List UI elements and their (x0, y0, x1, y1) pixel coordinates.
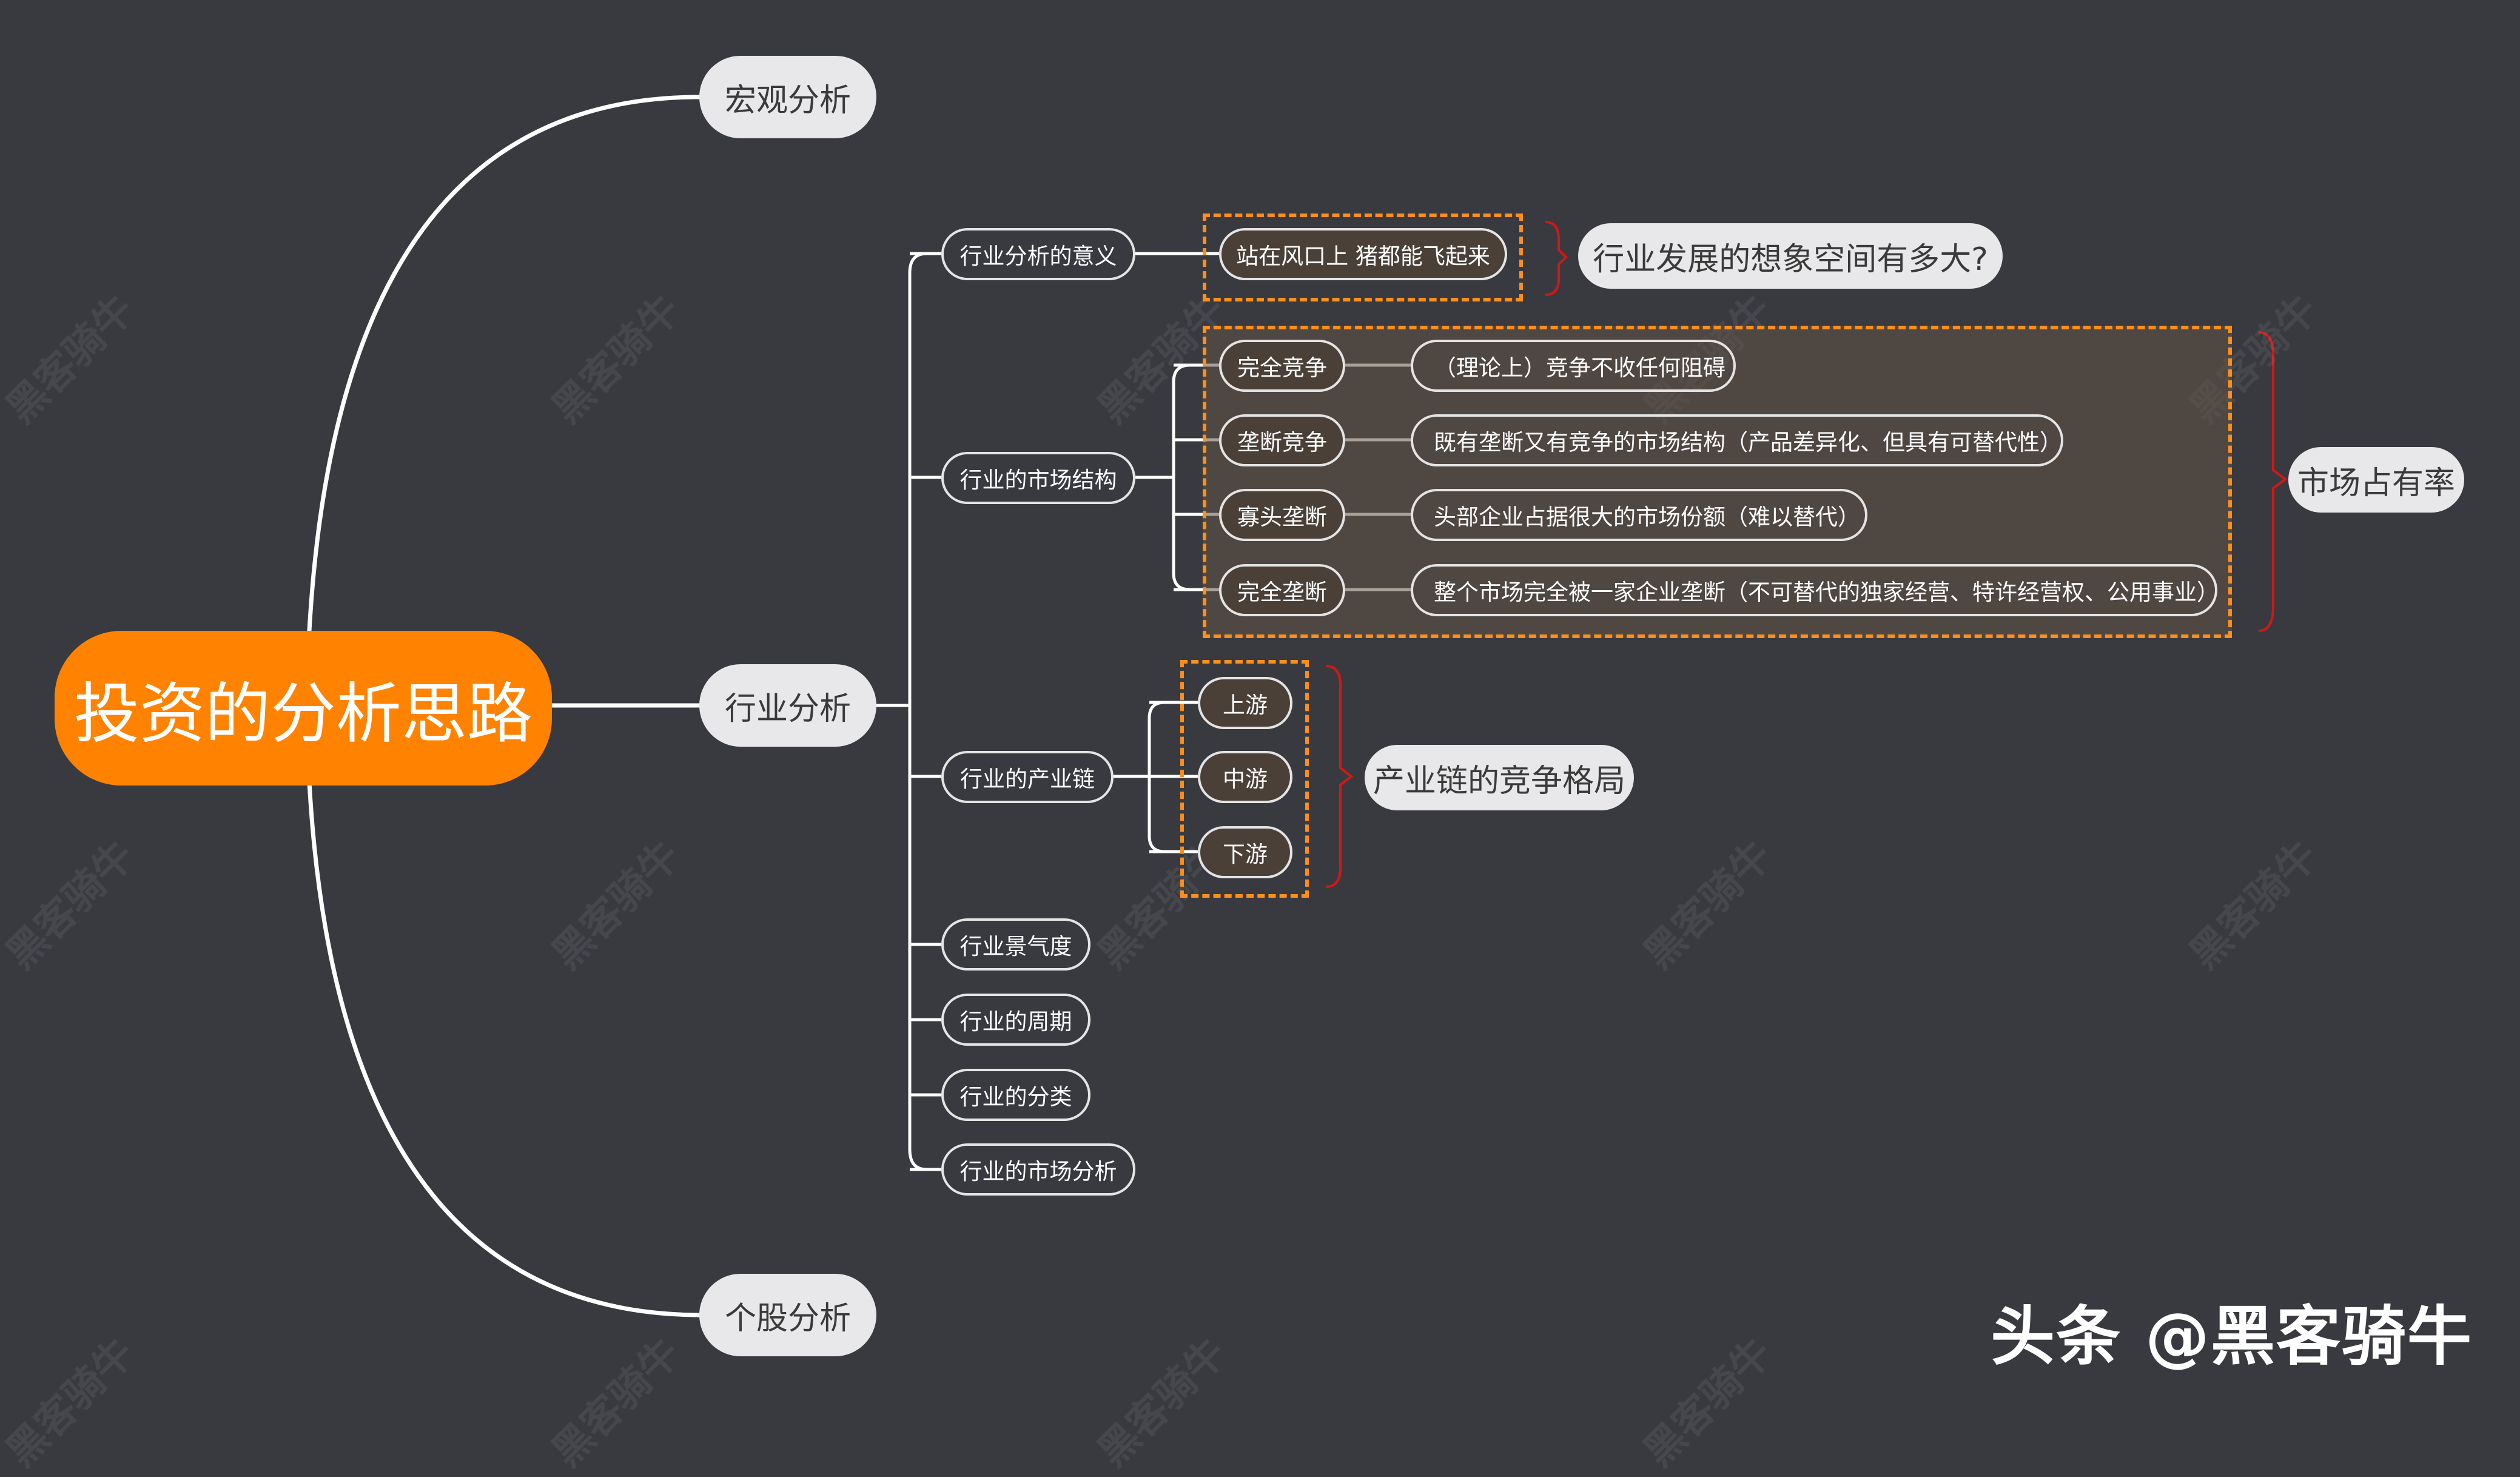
node-meaning-detail[interactable]: 站在风口上 猪都能飞起来 (1219, 228, 1507, 280)
summary-market-share[interactable]: 市场占有率 (2288, 447, 2464, 513)
bracket-structure (2258, 331, 2288, 632)
node-structure-monopoly[interactable]: 完全垄断 (1219, 564, 1345, 616)
node-stock-analysis[interactable]: 个股分析 (699, 1274, 876, 1356)
desc-monopoly[interactable]: 整个市场完全被一家企业垄断（不可替代的独家经营、特许经营权、公用事业） (1411, 564, 2219, 616)
desc-monopolistic-competition[interactable]: 既有垄断又有竞争的市场结构（产品差异化、但具有可替代性） (1411, 414, 2063, 466)
node-industry-classification[interactable]: 行业的分类 (941, 1069, 1090, 1121)
trunk-industry-children (908, 252, 927, 1171)
node-industry-analysis[interactable]: 行业分析 (699, 664, 876, 747)
node-industry-cycle[interactable]: 行业的周期 (941, 994, 1090, 1046)
mind-map-canvas: 黑客骑牛 黑客骑牛 黑客骑牛 黑客骑牛 黑客骑牛 黑客骑牛 黑客骑牛 黑客骑牛 … (0, 56, 2473, 1475)
bracket-meaning (1545, 221, 1568, 296)
connector-root-stock (307, 780, 706, 1317)
desc-perfect-competition[interactable]: （理论上）竞争不收任何阻碍 (1411, 340, 1736, 392)
node-chain-upstream[interactable]: 上游 (1198, 677, 1292, 729)
connector-root-macro (307, 95, 706, 633)
node-industry-market-analysis[interactable]: 行业的市场分析 (941, 1143, 1135, 1196)
chain-group-box (1180, 660, 1309, 898)
node-chain-downstream[interactable]: 下游 (1198, 826, 1292, 878)
summary-chain-competition[interactable]: 产业链的竞争格局 (1365, 745, 1634, 810)
node-structure-oligopoly[interactable]: 寡头垄断 (1219, 489, 1345, 541)
node-industry-chain[interactable]: 行业的产业链 (941, 751, 1114, 803)
node-structure-monopolistic-competition[interactable]: 垄断竞争 (1219, 414, 1345, 466)
node-structure-perfect-competition[interactable]: 完全竞争 (1219, 340, 1345, 392)
author-credit: 头条 @黑客骑牛 (1991, 1299, 2473, 1374)
node-industry-meaning[interactable]: 行业分析的意义 (941, 228, 1135, 280)
node-market-structure[interactable]: 行业的市场结构 (941, 452, 1135, 504)
node-industry-prosperity[interactable]: 行业景气度 (941, 918, 1090, 971)
bracket-chain (1325, 665, 1354, 888)
node-macro-analysis[interactable]: 宏观分析 (699, 56, 876, 138)
desc-oligopoly[interactable]: 头部企业占据很大的市场份额（难以替代） (1411, 489, 1867, 541)
node-chain-midstream[interactable]: 中游 (1198, 751, 1292, 803)
meaning-group-box (1203, 214, 1523, 301)
root-node[interactable]: 投资的分析思路 (55, 631, 552, 786)
summary-meaning[interactable]: 行业发展的想象空间有多大? (1578, 223, 2003, 289)
